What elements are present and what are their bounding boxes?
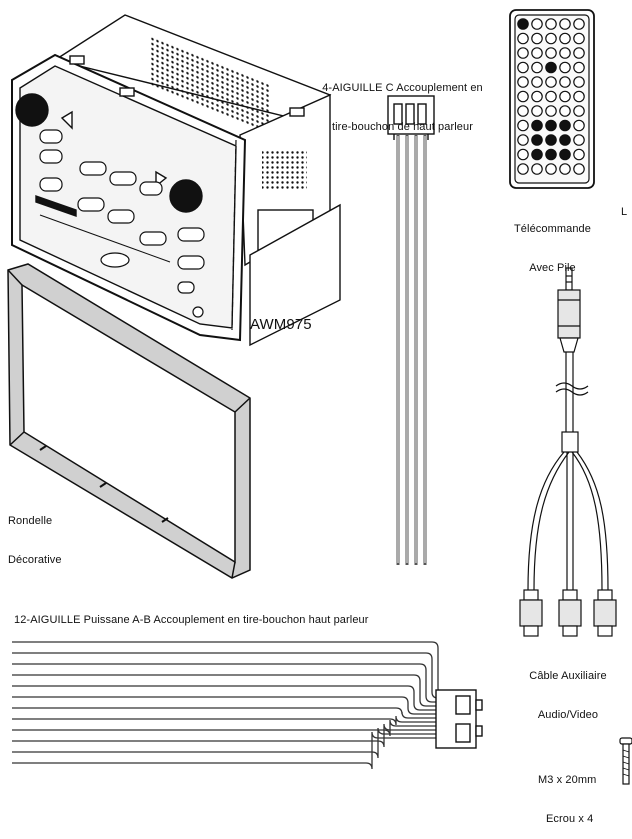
remote-button bbox=[517, 47, 529, 59]
remote-label-line1: Télécommande bbox=[513, 223, 591, 235]
remote-button bbox=[531, 148, 543, 161]
remote-button bbox=[545, 32, 557, 45]
speaker-harness-4pin-drawing bbox=[387, 95, 435, 565]
remote-button bbox=[559, 18, 571, 30]
trim-ring-label: Rondelle Décorative bbox=[8, 489, 62, 580]
remote-button bbox=[573, 148, 585, 161]
head-unit-model-label: AWM975 bbox=[250, 316, 312, 333]
remote-button bbox=[517, 61, 529, 74]
remote-button bbox=[517, 90, 529, 103]
harness-wire bbox=[12, 696, 436, 715]
harness-wire bbox=[12, 715, 436, 726]
remote-button bbox=[559, 163, 571, 175]
remote-button bbox=[573, 47, 585, 59]
harness-wire bbox=[12, 723, 436, 748]
accessory-kit-illustration bbox=[7, 9, 632, 785]
remote-button bbox=[559, 105, 571, 117]
remote-button bbox=[545, 148, 557, 161]
screws-label-line2: Ecrou x 4 bbox=[546, 813, 594, 825]
aux-cable-label: Câble Auxiliaire Audio/Video bbox=[508, 644, 628, 735]
remote-button bbox=[559, 76, 571, 88]
harness-wire bbox=[12, 731, 436, 770]
remote-button bbox=[531, 32, 543, 45]
remote-button bbox=[573, 32, 585, 45]
remote-button bbox=[531, 134, 543, 146]
remote-button bbox=[517, 163, 529, 175]
remote-button bbox=[545, 119, 557, 132]
harness-wire bbox=[12, 663, 436, 703]
speaker-harness-4pin-label-line2: tire-bouchon de haut parleur bbox=[331, 121, 473, 133]
remote-button bbox=[559, 134, 571, 146]
remote-button bbox=[559, 148, 571, 161]
screws-label: M3 x 20mm Ecrou x 4 bbox=[538, 748, 596, 839]
remote-button bbox=[573, 134, 585, 146]
trim-ring-label-line2: Décorative bbox=[8, 554, 62, 566]
speaker-harness-4pin-label-line1: 4-AIGUILLE C Accouplement en bbox=[322, 82, 483, 94]
remote-button bbox=[517, 105, 529, 117]
remote-button bbox=[531, 90, 543, 103]
remote-button bbox=[573, 163, 585, 175]
remote-button bbox=[559, 32, 571, 45]
power-harness-connector bbox=[435, 689, 483, 749]
remote-button bbox=[573, 18, 585, 30]
harness-wire bbox=[12, 719, 436, 737]
remote-button bbox=[517, 32, 529, 45]
power-harness-12pin-label: 12-AIGUILLE Puissane A-B Accouplement en… bbox=[14, 614, 369, 626]
remote-button bbox=[559, 90, 571, 103]
remote-button bbox=[573, 76, 585, 88]
remote-button bbox=[545, 61, 557, 74]
remote-button bbox=[545, 18, 557, 30]
remote-button bbox=[545, 163, 557, 175]
trim-ring-drawing bbox=[7, 263, 251, 579]
remote-button bbox=[559, 119, 571, 132]
remote-button bbox=[517, 18, 529, 30]
aux-cable-drawing bbox=[519, 267, 617, 637]
remote-button bbox=[531, 18, 543, 30]
remote-button bbox=[545, 76, 557, 88]
aux-cable-label-line2: Audio/Video bbox=[537, 709, 599, 721]
remote-button bbox=[573, 119, 585, 132]
remote-button bbox=[517, 119, 529, 132]
remote-label-line2: Avec Pile bbox=[529, 262, 576, 274]
remote-button bbox=[531, 76, 543, 88]
screw-drawing bbox=[619, 737, 632, 785]
remote-button bbox=[531, 105, 543, 117]
harness-wire bbox=[12, 674, 436, 707]
remote-button bbox=[573, 90, 585, 103]
power-harness-12pin-drawing bbox=[12, 641, 445, 770]
remote-button bbox=[545, 134, 557, 146]
harness-wire bbox=[12, 685, 436, 711]
remote-button bbox=[559, 47, 571, 59]
trim-ring-label-line1: Rondelle bbox=[8, 515, 53, 527]
remote-button bbox=[545, 90, 557, 103]
stray-letter-label: L bbox=[621, 206, 628, 218]
remote-label: Télécommande Avec Pile bbox=[500, 197, 605, 288]
speaker-harness-4pin-label: 4-AIGUILLE C Accouplement en tire-boucho… bbox=[300, 56, 505, 147]
remote-button bbox=[545, 47, 557, 59]
remote-button bbox=[517, 134, 529, 146]
remote-control-drawing bbox=[509, 9, 595, 189]
remote-button bbox=[517, 76, 529, 88]
remote-button bbox=[545, 105, 557, 117]
head-unit-drawing bbox=[11, 14, 341, 347]
remote-button bbox=[531, 47, 543, 59]
screws-label-line1: M3 x 20mm bbox=[538, 774, 597, 786]
harness-wire bbox=[12, 727, 436, 759]
remote-button bbox=[531, 119, 543, 132]
remote-button bbox=[531, 163, 543, 175]
remote-button bbox=[531, 61, 543, 74]
remote-button bbox=[517, 148, 529, 161]
harness-wire bbox=[12, 707, 436, 719]
remote-button bbox=[559, 61, 571, 74]
aux-cable-label-line1: Câble Auxiliaire bbox=[529, 670, 607, 682]
remote-button bbox=[573, 61, 585, 74]
remote-button bbox=[573, 105, 585, 117]
